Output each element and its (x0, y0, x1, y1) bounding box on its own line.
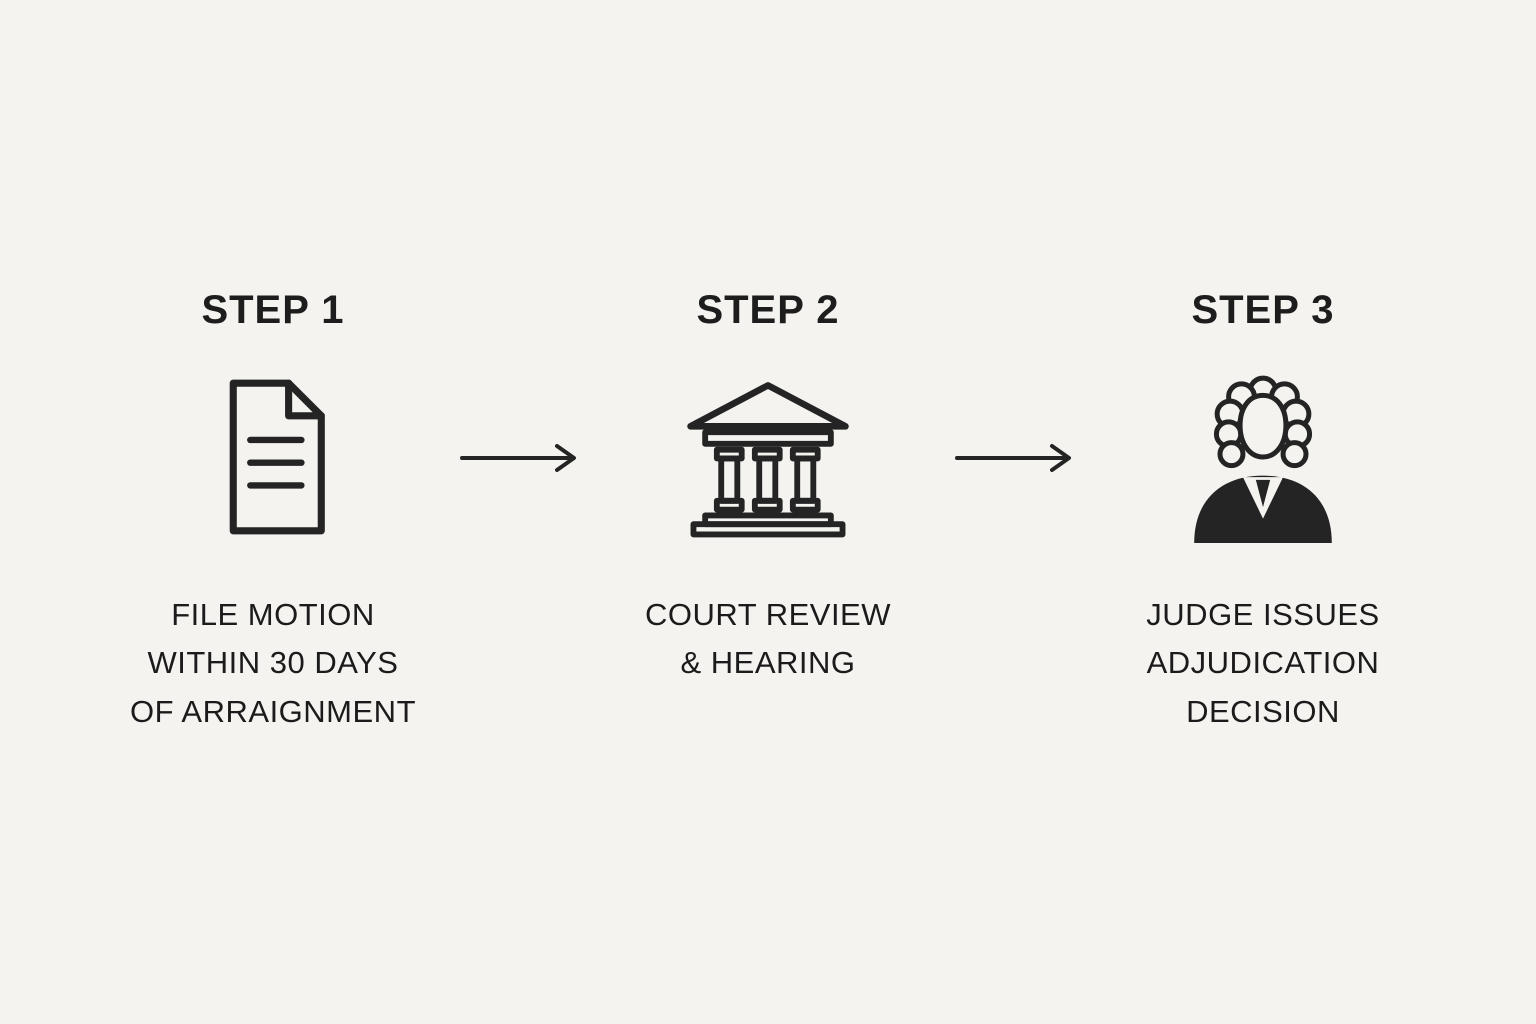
step-1-icon-box (202, 364, 344, 549)
step-3-title: STEP 3 (1191, 288, 1335, 333)
document-icon (202, 371, 344, 543)
courthouse-icon (673, 374, 863, 540)
arrow-right-icon (951, 438, 1081, 478)
judge-icon (1177, 369, 1349, 545)
arrow-step2-to-step3 (948, 438, 1083, 478)
step-1-caption: FILE MOTION WITHIN 30 DAYS OF ARRAIGNMEN… (129, 597, 416, 729)
step-2-caption: COURT REVIEW & HEARING (645, 597, 891, 681)
step-2: STEP 2 (588, 288, 948, 687)
step-3-caption: JUDGE ISSUES ADJUDICATION DECISION (1146, 597, 1380, 729)
step-3: STEP 3 (1083, 288, 1443, 735)
arrow-right-icon (456, 438, 586, 478)
step-1: STEP 1 FILE MOTION WITHIN 30 DAYS OF ARR… (93, 288, 453, 735)
step-2-icon-box (673, 364, 863, 549)
step-2-title: STEP 2 (696, 288, 840, 333)
step-1-title: STEP 1 (201, 288, 345, 333)
arrow-step1-to-step2 (453, 438, 588, 478)
process-diagram: STEP 1 FILE MOTION WITHIN 30 DAYS OF ARR… (93, 288, 1443, 735)
step-3-icon-box (1177, 364, 1349, 549)
